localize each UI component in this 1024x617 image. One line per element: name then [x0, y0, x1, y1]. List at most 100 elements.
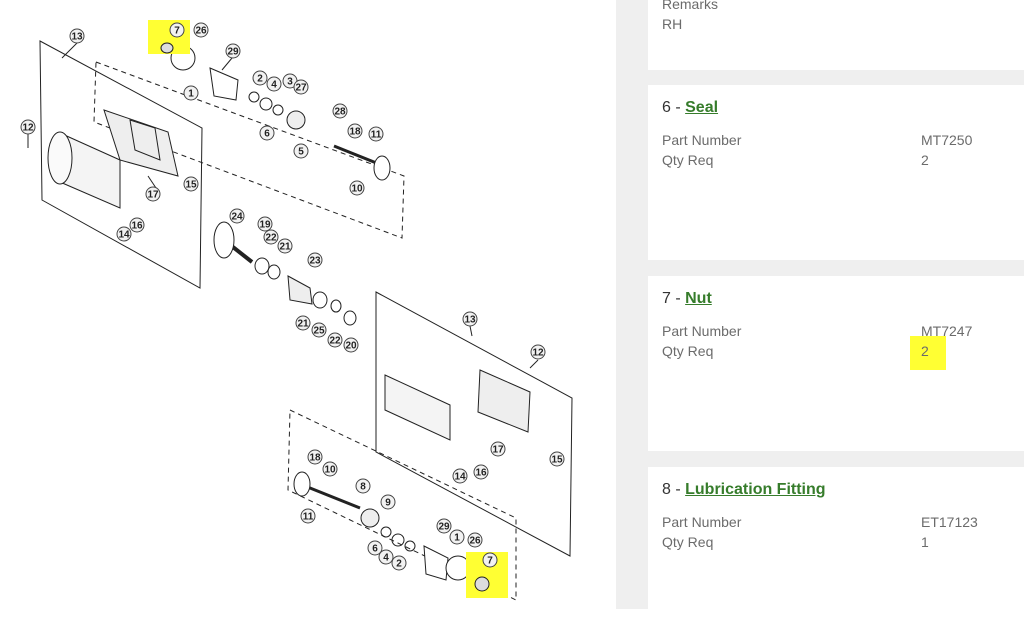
part-title: 7 - Nut — [662, 290, 712, 308]
callout-c-a28: 28 — [332, 103, 348, 119]
svg-text:16: 16 — [475, 468, 487, 479]
part-title: 8 - Lubrication Fitting — [662, 481, 826, 499]
svg-text:11: 11 — [303, 512, 314, 523]
svg-text:4: 4 — [383, 553, 389, 564]
part-number-prefix: 7 - — [662, 290, 686, 307]
callout-c-b18: 18 — [307, 449, 323, 465]
remarks-value: RH — [662, 16, 683, 32]
callout-c-b13: 13 — [462, 311, 478, 327]
callout-c-a29: 29 — [225, 43, 241, 59]
svg-text:12: 12 — [532, 348, 544, 359]
part-card-remarks: Remarks RH — [648, 0, 1024, 70]
callout-c-a10: 10 — [349, 180, 365, 196]
part-number-label: Part Number — [662, 132, 742, 148]
callout-c-a12: 12 — [20, 119, 36, 135]
svg-text:18: 18 — [349, 127, 361, 138]
part-card-6: 6 - Seal Part Number MT7250 Qty Req 2 — [648, 85, 1024, 260]
callout-c-b17: 17 — [490, 441, 506, 457]
part-name-link[interactable]: Seal — [685, 99, 719, 116]
svg-text:26: 26 — [469, 536, 481, 547]
part-number-label: Part Number — [662, 514, 742, 530]
callout-c-a2: 2 — [252, 70, 268, 86]
part-title: 6 - Seal — [662, 99, 718, 117]
qty-label: Qty Req — [662, 343, 714, 359]
callout-c-m22: 22 — [263, 229, 279, 245]
svg-text:8: 8 — [360, 482, 366, 493]
svg-text:1: 1 — [454, 533, 460, 544]
part-number-prefix: 6 - — [662, 99, 686, 116]
svg-text:6: 6 — [372, 544, 378, 555]
svg-text:6: 6 — [264, 129, 270, 140]
callout-c-b4: 4 — [378, 549, 394, 565]
svg-text:15: 15 — [185, 180, 197, 191]
svg-text:17: 17 — [147, 190, 159, 201]
qty-value: 2 — [921, 152, 929, 168]
callout-c-a26: 26 — [193, 22, 209, 38]
part-name-link[interactable]: Lubrication Fitting — [685, 481, 826, 498]
svg-text:17: 17 — [492, 445, 504, 456]
qty-highlight — [910, 336, 946, 370]
part-card-8: 8 - Lubrication Fitting Part Number ET17… — [648, 467, 1024, 617]
callout-c-b16: 16 — [473, 464, 489, 480]
callout-c-b8: 8 — [355, 478, 371, 494]
svg-text:23: 23 — [309, 256, 321, 267]
svg-text:24: 24 — [231, 212, 243, 223]
svg-text:2: 2 — [396, 559, 402, 570]
callout-c-a17: 17 — [145, 186, 161, 202]
svg-text:16: 16 — [131, 221, 143, 232]
callout-c-a5: 5 — [293, 143, 309, 159]
upper-drum-end — [47, 131, 73, 185]
callout-c-a7: 7 — [169, 22, 185, 38]
svg-text:18: 18 — [309, 453, 321, 464]
callout-c-a11: 11 — [368, 126, 384, 142]
svg-text:13: 13 — [464, 315, 476, 326]
remarks-label: Remarks — [662, 0, 719, 12]
svg-text:15: 15 — [551, 455, 563, 466]
svg-text:4: 4 — [271, 80, 277, 91]
callout-c-b12: 12 — [530, 344, 546, 360]
part-number-prefix: 8 - — [662, 481, 686, 498]
svg-text:25: 25 — [313, 326, 325, 337]
lower-drum — [384, 374, 451, 441]
svg-text:21: 21 — [279, 242, 291, 253]
qty-label: Qty Req — [662, 152, 714, 168]
svg-text:27: 27 — [295, 83, 307, 94]
svg-text:10: 10 — [324, 465, 336, 476]
callout-c-a15: 15 — [183, 176, 199, 192]
callout-c-b29: 29 — [436, 518, 452, 534]
part-name-link[interactable]: Nut — [685, 290, 712, 307]
callout-c-b2: 2 — [391, 555, 407, 571]
qty-value: 2 — [921, 343, 929, 359]
lower-housing-panel — [375, 291, 573, 557]
svg-text:14: 14 — [454, 472, 466, 483]
svg-text:13: 13 — [71, 32, 83, 43]
part-number-label: Part Number — [662, 323, 742, 339]
callout-c-a1: 1 — [183, 85, 199, 101]
callout-c-b1: 1 — [449, 529, 465, 545]
svg-text:29: 29 — [227, 47, 239, 58]
callout-c-b10: 10 — [322, 461, 338, 477]
svg-text:5: 5 — [298, 147, 304, 158]
callout-c-b15: 15 — [549, 451, 565, 467]
callout-c-b14: 14 — [452, 468, 468, 484]
callout-c-a18: 18 — [347, 123, 363, 139]
callout-c-m23: 23 — [307, 252, 323, 268]
svg-text:1: 1 — [188, 89, 194, 100]
lower-frame — [477, 369, 531, 433]
svg-text:14: 14 — [118, 230, 130, 241]
svg-text:20: 20 — [345, 341, 357, 352]
svg-text:29: 29 — [438, 522, 450, 533]
callout-c-m20: 20 — [343, 337, 359, 353]
part-number-value: MT7250 — [921, 132, 973, 148]
svg-text:3: 3 — [287, 77, 293, 88]
callout-c-b6: 6 — [367, 540, 383, 556]
upper-dashed-group — [93, 61, 405, 239]
lower-dashed-group — [287, 409, 517, 601]
qty-value: 1 — [921, 534, 929, 550]
callout-c-a16: 16 — [129, 217, 145, 233]
callout-c-m22b: 22 — [327, 332, 343, 348]
svg-text:7: 7 — [174, 26, 180, 37]
qty-label: Qty Req — [662, 534, 714, 550]
callout-c-m19: 19 — [257, 216, 273, 232]
part-number-value: MT7247 — [921, 323, 973, 339]
